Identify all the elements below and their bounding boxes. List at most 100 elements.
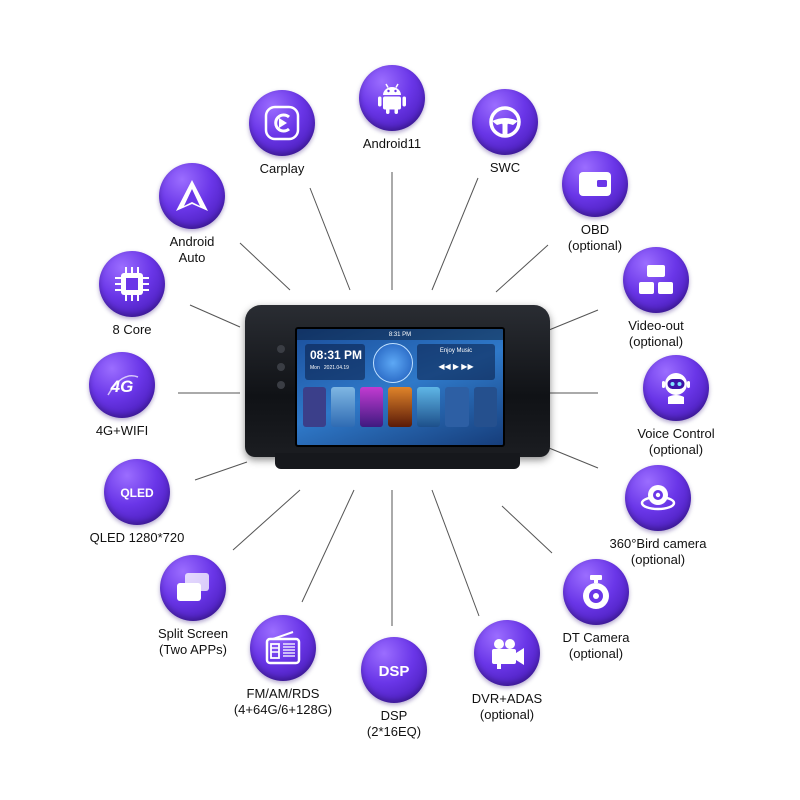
dash-camera-icon xyxy=(563,559,629,625)
connector-line-dt-camera xyxy=(501,505,553,554)
app-tile[interactable] xyxy=(303,387,327,427)
feature-label-line: Android xyxy=(169,234,215,249)
dsp-icon: DSP xyxy=(361,637,427,703)
video-out-icon xyxy=(623,247,689,313)
svg-text:4G: 4G xyxy=(110,377,134,396)
feature-label-line: QLED 1280*720 xyxy=(89,530,185,545)
feature-label: FM/AM/RDS(4+64G/6+128G) xyxy=(208,686,358,718)
connector-line-8-core xyxy=(189,304,241,328)
feature-dvr-adas[interactable]: DVR+ADAS(optional) xyxy=(432,620,582,723)
head-unit-mount xyxy=(275,453,520,469)
feature-label-line: DSP xyxy=(380,708,408,723)
app-tile[interactable] xyxy=(473,387,497,427)
app-row xyxy=(303,387,497,431)
feature-label-line: Split Screen xyxy=(157,626,229,641)
status-time: 8:31 PM xyxy=(388,331,412,338)
app-tile[interactable] xyxy=(416,387,441,427)
music-controls[interactable]: ◀◀ ▶ ▶▶ xyxy=(438,362,474,371)
feature-android11[interactable]: Android11 xyxy=(317,65,467,152)
feature-label-line: Auto xyxy=(178,250,206,265)
feature-label: SWC xyxy=(430,160,580,176)
qled-icon: QLED xyxy=(104,459,170,525)
feature-split-screen[interactable]: Split Screen(Two APPs) xyxy=(118,555,268,658)
side-button[interactable] xyxy=(277,363,285,371)
app-tile[interactable] xyxy=(331,387,355,427)
svg-text:QLED: QLED xyxy=(120,486,154,500)
video-camera-icon xyxy=(474,620,540,686)
split-screen-icon xyxy=(160,555,226,621)
feature-swc[interactable]: SWC xyxy=(430,89,580,176)
clock-widget[interactable]: 08:31 PM Mon 2021.04.19 xyxy=(305,344,365,380)
feature-label: 360°Bird camera(optional) xyxy=(583,536,733,568)
feature-label-line: (optional) xyxy=(628,334,684,349)
connector-line-carplay xyxy=(309,187,351,291)
app-tile[interactable] xyxy=(388,387,412,427)
feature-label-line: SWC xyxy=(489,160,521,175)
clock-time: 08:31 PM xyxy=(310,348,363,362)
feature-label-line: (optional) xyxy=(568,646,624,661)
feature-label-line: 360°Bird camera xyxy=(609,536,707,551)
feature-label-line: (Two APPs) xyxy=(159,642,227,657)
radio-icon xyxy=(250,615,316,681)
feature-video-out[interactable]: Video-out(optional) xyxy=(581,247,731,350)
android-home-icon[interactable] xyxy=(373,343,413,383)
feature-label: DVR+ADAS(optional) xyxy=(432,691,582,723)
app-tile[interactable] xyxy=(445,387,469,427)
head-unit-screen[interactable]: 8:31 PM 08:31 PM Mon 2021.04.19 Enjoy Mu… xyxy=(295,327,505,447)
feature-label-line: (optional) xyxy=(567,238,623,253)
feature-label-line: Voice Control xyxy=(637,426,715,441)
connector-line-fm-am-rds xyxy=(301,489,355,603)
connector-line-swc xyxy=(431,177,479,291)
feature-label-line: (optional) xyxy=(648,442,704,457)
feature-label: Android11 xyxy=(317,136,467,152)
robot-icon xyxy=(643,355,709,421)
music-widget[interactable]: Enjoy Music ◀◀ ▶ ▶▶ xyxy=(417,344,495,380)
feature-dt-camera[interactable]: DT Camera(optional) xyxy=(521,559,671,662)
connector-line-video-out xyxy=(548,309,599,331)
feature-voice-control[interactable]: Voice Control(optional) xyxy=(601,355,751,458)
obd-icon xyxy=(562,151,628,217)
feature-label-line: DVR+ADAS xyxy=(471,691,543,706)
music-title: Enjoy Music xyxy=(439,348,473,354)
feature-label-line: FM/AM/RDS xyxy=(246,686,320,701)
chip-icon xyxy=(99,251,165,317)
feature-4g-wifi[interactable]: 4G 4G+WIFI xyxy=(47,352,197,439)
feature-qled[interactable]: QLED QLED 1280*720 xyxy=(62,459,212,546)
feature-carplay[interactable]: Carplay xyxy=(207,90,357,177)
feature-label: Video-out(optional) xyxy=(581,318,731,350)
android-icon xyxy=(359,65,425,131)
feature-label-line: 4G+WIFI xyxy=(95,423,149,438)
feature-bird-camera[interactable]: 360°Bird camera(optional) xyxy=(583,465,733,568)
feature-label-line: DT Camera xyxy=(562,630,630,645)
side-button[interactable] xyxy=(277,381,285,389)
feature-label-line: 8 Core xyxy=(112,322,152,337)
feature-fm-am-rds[interactable]: FM/AM/RDS(4+64G/6+128G) xyxy=(208,615,358,718)
feature-label: QLED 1280*720 xyxy=(62,530,212,546)
feature-label-line: Carplay xyxy=(259,161,305,176)
steering-wheel-icon xyxy=(472,89,538,155)
connector-line-android-auto xyxy=(239,242,291,291)
connector-line-dvr-adas xyxy=(431,489,480,617)
feature-label-line: (optional) xyxy=(630,552,686,567)
side-button[interactable] xyxy=(277,345,285,353)
svg-text:DSP: DSP xyxy=(379,663,410,680)
feature-label-line: (4+64G/6+128G) xyxy=(233,702,333,717)
feature-label: OBD(optional) xyxy=(520,222,670,254)
feature-label-line: OBD xyxy=(580,222,610,237)
carplay-icon xyxy=(249,90,315,156)
feature-label: DSP(2*16EQ) xyxy=(319,708,469,740)
feature-label: 8 Core xyxy=(57,322,207,338)
feature-label: Voice Control(optional) xyxy=(601,426,751,458)
feature-label: Split Screen(Two APPs) xyxy=(118,626,268,658)
feature-label-line: Android11 xyxy=(362,136,422,151)
feature-8-core[interactable]: 8 Core xyxy=(57,251,207,338)
connector-line-split-screen xyxy=(232,489,301,551)
app-tile[interactable] xyxy=(359,387,384,427)
feature-obd[interactable]: OBD(optional) xyxy=(520,151,670,254)
connector-line-obd xyxy=(495,244,549,293)
head-unit: 8:31 PM 08:31 PM Mon 2021.04.19 Enjoy Mu… xyxy=(245,305,550,469)
